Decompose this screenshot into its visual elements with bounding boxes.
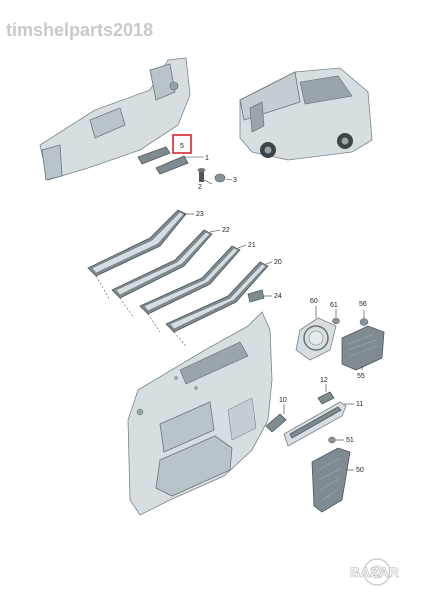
callout-11: 11: [356, 401, 363, 408]
door-panel-illustration: [127, 311, 273, 516]
highlight-box: [172, 134, 192, 154]
bazar-logo-text: BAZAR: [350, 564, 399, 580]
callout-60: 60: [310, 298, 318, 305]
callout-1: 1: [205, 155, 209, 162]
callout-2: 2: [198, 184, 202, 191]
callout-56: 56: [359, 301, 367, 308]
callout-23: 23: [196, 211, 204, 218]
grommet-61-illustration: [332, 309, 340, 325]
callout-3: 3: [233, 177, 237, 184]
grommet-51-illustration: [328, 436, 344, 444]
callout-61: 61: [330, 302, 338, 309]
trim-strips-illustration: [87, 209, 269, 347]
callout-50: 50: [356, 467, 364, 474]
speaker-cover-illustration: [341, 325, 385, 371]
callout-20: 20: [274, 259, 282, 266]
bazar-logo: BAZAR: [350, 558, 399, 586]
van-illustration: [239, 67, 373, 161]
cap-illustration: [214, 173, 233, 183]
callout-55: 55: [357, 373, 365, 380]
speaker-grille-50-illustration: [311, 447, 354, 513]
handle-trim-11-illustration: [283, 401, 354, 447]
switch-12-illustration: [317, 384, 335, 405]
callout-22: 22: [222, 227, 230, 234]
callout-21: 21: [248, 242, 256, 249]
watermark-text: timshelparts2018: [6, 20, 153, 40]
callout-10: 10: [279, 397, 287, 404]
upper-door-panel-illustration: [39, 57, 191, 181]
callout-24: 24: [274, 293, 282, 300]
screw-illustration: [197, 168, 213, 185]
speaker-ring-illustration: [295, 306, 337, 361]
callout-51: 51: [346, 437, 354, 444]
bracket-10-illustration: [265, 404, 287, 433]
clip-24-illustration: [247, 289, 272, 303]
callout-5: 5: [180, 143, 184, 150]
callout-12: 12: [320, 377, 328, 384]
grommet-56-illustration: [359, 310, 369, 326]
